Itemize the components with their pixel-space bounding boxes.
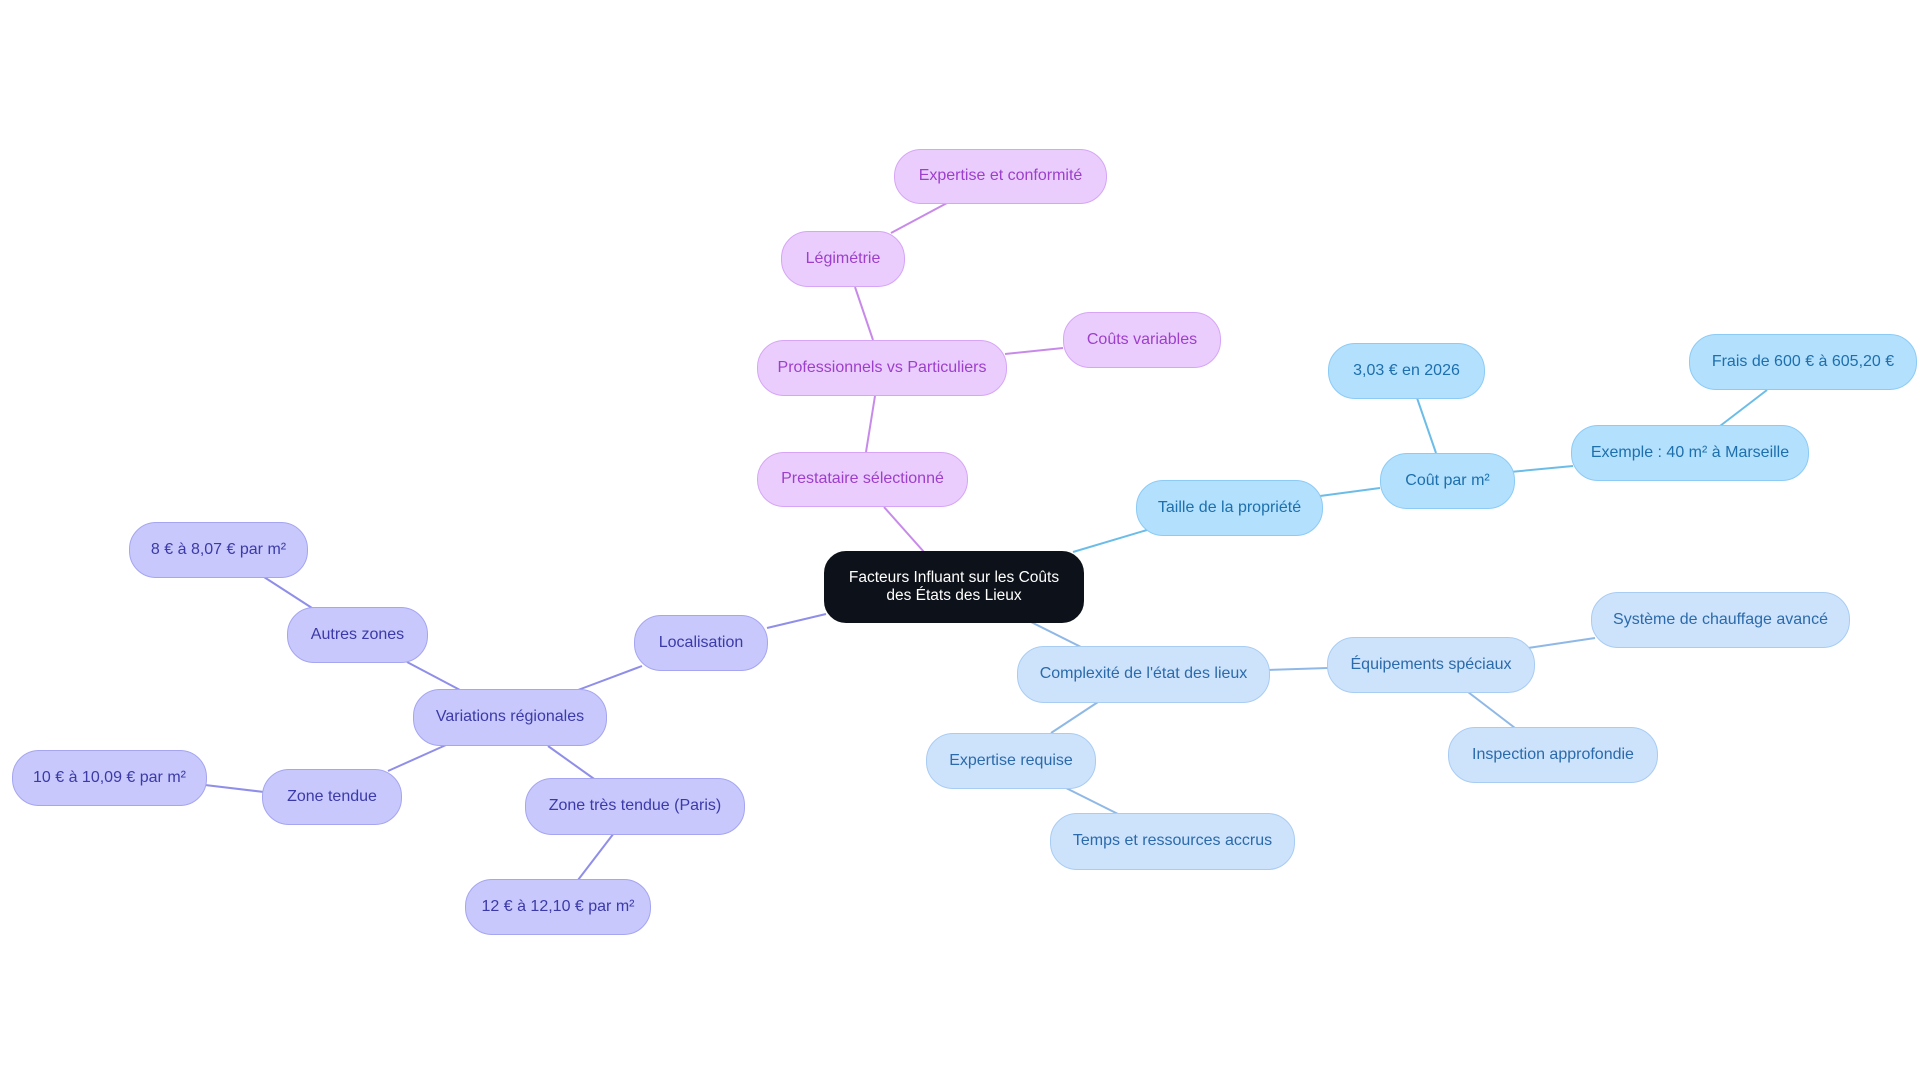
link-autres-prix xyxy=(263,576,313,609)
node-prestataire-selectionne[interactable]: Prestataire sélectionné xyxy=(757,452,968,507)
node-frais[interactable]: Frais de 600 € à 605,20 € xyxy=(1689,334,1917,390)
link-legimetrie-expertise xyxy=(890,202,948,234)
link-exemple-frais xyxy=(1719,389,1768,427)
link-pro-legimetrie xyxy=(854,286,874,341)
link-variations-autres xyxy=(406,661,461,691)
node-taille-propriete[interactable]: Taille de la propriété xyxy=(1136,480,1323,536)
node-zone-tendue[interactable]: Zone tendue xyxy=(262,769,402,825)
link-tendue-prix xyxy=(204,784,265,793)
node-complexite[interactable]: Complexité de l'état des lieux xyxy=(1017,646,1270,703)
link-cout-exemple xyxy=(1509,465,1574,473)
node-equipements-speciaux[interactable]: Équipements spéciaux xyxy=(1327,637,1535,693)
link-complexity-expertise xyxy=(1050,701,1099,734)
root-node[interactable]: Facteurs Influant sur les Coûts des État… xyxy=(824,551,1084,623)
link-equipements-inspection xyxy=(1467,691,1516,729)
node-zone-tres-tendue-prix[interactable]: 12 € à 12,10 € par m² xyxy=(465,879,651,935)
node-temps-ressources[interactable]: Temps et ressources accrus xyxy=(1050,813,1295,870)
node-cout-2026[interactable]: 3,03 € en 2026 xyxy=(1328,343,1485,399)
node-zone-tres-tendue[interactable]: Zone très tendue (Paris) xyxy=(525,778,745,835)
node-autres-zones[interactable]: Autres zones xyxy=(287,607,428,663)
node-chauffage-avance[interactable]: Système de chauffage avancé xyxy=(1591,592,1850,648)
node-autres-zones-prix[interactable]: 8 € à 8,07 € par m² xyxy=(129,522,308,578)
link-root-complexity xyxy=(1030,621,1084,649)
link-equipements-chauffage xyxy=(1527,637,1596,649)
link-root-size xyxy=(1072,529,1148,553)
node-zone-tendue-prix[interactable]: 10 € à 10,09 € par m² xyxy=(12,750,207,806)
link-variations-tendue xyxy=(387,744,447,772)
node-variations-regionales[interactable]: Variations régionales xyxy=(413,689,607,746)
link-location-variations xyxy=(577,665,643,691)
link-variations-trestendue xyxy=(547,745,598,782)
node-expertise-conformite[interactable]: Expertise et conformité xyxy=(894,149,1107,204)
node-expertise-requise[interactable]: Expertise requise xyxy=(926,733,1096,789)
link-provider-pro xyxy=(865,395,876,453)
link-pro-couts xyxy=(1004,347,1064,355)
link-trestendue-prix xyxy=(577,832,615,881)
link-expertise-temps xyxy=(1065,787,1119,815)
node-couts-variables[interactable]: Coûts variables xyxy=(1063,312,1221,368)
node-inspection-approfondie[interactable]: Inspection approfondie xyxy=(1448,727,1658,783)
link-root-location xyxy=(766,613,827,629)
link-cout-2026 xyxy=(1416,397,1437,454)
node-localisation[interactable]: Localisation xyxy=(634,615,768,671)
node-legimetrie[interactable]: Légimétrie xyxy=(781,231,905,287)
link-size-cout xyxy=(1319,487,1381,497)
link-complexity-equipements xyxy=(1267,667,1329,671)
link-root-provider xyxy=(883,506,925,553)
node-exemple-marseille[interactable]: Exemple : 40 m² à Marseille xyxy=(1571,425,1809,481)
node-professionnels-vs-particuliers[interactable]: Professionnels vs Particuliers xyxy=(757,340,1007,396)
node-cout-par-m2[interactable]: Coût par m² xyxy=(1380,453,1515,509)
